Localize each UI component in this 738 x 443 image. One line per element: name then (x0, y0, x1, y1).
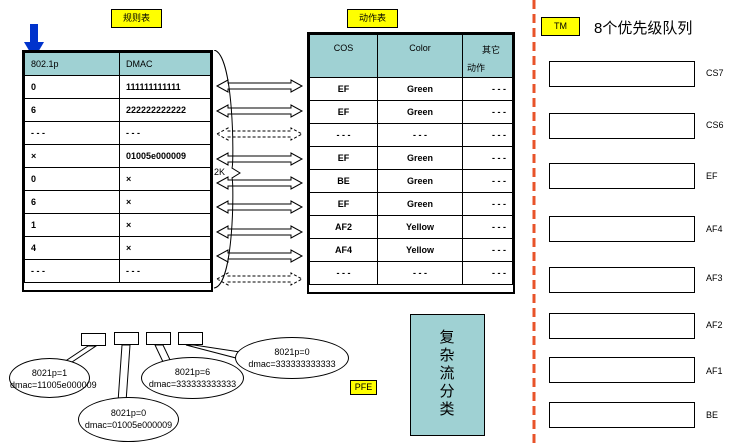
queue-label-af1: AF1 (706, 366, 723, 376)
action-row: - - -- - -- - - (309, 123, 513, 147)
rule-header-8021p: 802.1p (24, 52, 120, 76)
classification-label: 复杂流分类 (439, 329, 455, 418)
queue-af4 (549, 216, 695, 242)
pfe-tag: PFE (350, 380, 377, 395)
action-header-cos: COS (309, 34, 378, 78)
action-header-other-line1: 其它 (481, 45, 500, 55)
queue-cs7 (549, 61, 695, 87)
action-cell-color: - - - (377, 261, 463, 285)
rule-table-tag: 规则表 (111, 9, 162, 28)
queue-label-cs6: CS6 (706, 120, 724, 130)
action-cell-color: Yellow (377, 238, 463, 262)
packet-callout-8021p: 8021p=6 (174, 367, 211, 377)
rule-row: 4× (24, 236, 211, 260)
packet-callout-8021p: 8021p=1 (31, 368, 68, 378)
action-table-tag: 动作表 (347, 9, 398, 28)
queue-label-af4: AF4 (706, 224, 723, 234)
packet-callout-8021p: 8021p=0 (274, 347, 310, 357)
action-cell-color: Green (377, 146, 463, 170)
mapping-arrows (213, 50, 303, 289)
rule-cell-dmac: × (119, 236, 211, 260)
action-cell-cos: AF2 (309, 215, 378, 239)
queue-label-ef: EF (706, 171, 718, 181)
action-cell-cos: EF (309, 192, 378, 216)
action-table-header: COS Color 其它 动作 (309, 34, 513, 78)
packet-callout: 8021p=6 dmac=333333333333 (141, 357, 244, 399)
rule-row: 6× (24, 190, 211, 214)
action-cell-other: - - - (462, 146, 513, 170)
rule-cell-dmac: × (119, 213, 211, 237)
packet-callout: 8021p=0 dmac=01005e000009 (78, 397, 179, 442)
divider-line (532, 0, 536, 443)
packet-callout-dmac: dmac=11005e000009 (10, 380, 97, 390)
rule-cell-8021p: × (24, 144, 120, 168)
rule-cell-dmac: - - - (119, 259, 211, 283)
action-cell-cos: - - - (309, 261, 378, 285)
action-cell-color: Green (377, 100, 463, 124)
queues-title: 8个优先级队列 (594, 20, 693, 37)
packet-callout: 8021p=0 dmac=333333333333 (235, 337, 349, 379)
rule-row: - - -- - - (24, 259, 211, 283)
queue-af2 (549, 313, 695, 339)
rule-cell-8021p: - - - (24, 259, 120, 283)
queue-label-be: BE (706, 410, 719, 420)
packet-callout-8021p: 8021p=0 (110, 408, 147, 418)
action-cell-color: Yellow (377, 215, 463, 239)
action-cell-other: - - - (462, 100, 513, 124)
packet-callout-dmac: dmac=333333333333 (148, 379, 237, 389)
rule-cell-dmac: 111111111111 (119, 75, 211, 99)
queue-cs6 (549, 113, 695, 139)
rule-cell-dmac: 01005e000009 (119, 144, 211, 168)
action-header-color: Color (377, 34, 463, 78)
action-cell-other: - - - (462, 261, 513, 285)
classification-box: 复杂流分类 (410, 314, 485, 436)
action-row: - - -- - -- - - (309, 261, 513, 285)
action-header-other-line2: 动作 (467, 63, 486, 73)
queue-label-af2: AF2 (706, 320, 723, 330)
action-cell-cos: BE (309, 169, 378, 193)
rule-brace-icon (213, 50, 241, 289)
queue-af3 (549, 267, 695, 293)
rule-row: 1× (24, 213, 211, 237)
action-cell-other: - - - (462, 169, 513, 193)
action-cell-color: Green (377, 169, 463, 193)
queue-label-cs7: CS7 (706, 68, 724, 78)
two-k-label: 2K (214, 167, 226, 177)
action-cell-other: - - - (462, 77, 513, 101)
queue-ef (549, 163, 695, 189)
tm-tag: TM (541, 17, 580, 36)
rule-cell-dmac: × (119, 167, 211, 191)
action-header-other: 其它 动作 (462, 34, 513, 78)
queue-be (549, 402, 695, 428)
rule-row: ×01005e000009 (24, 144, 211, 168)
queue-af1 (549, 357, 695, 383)
packet-callout: 8021p=1 dmac=11005e000009 (9, 358, 97, 398)
packet-callout-dmac: dmac=01005e000009 (84, 420, 173, 430)
queue-label-af3: AF3 (706, 273, 723, 283)
rule-table-header: 802.1p DMAC (24, 52, 211, 76)
rule-cell-8021p: 6 (24, 190, 120, 214)
packet-callout-dmac: dmac=333333333333 (248, 359, 336, 369)
